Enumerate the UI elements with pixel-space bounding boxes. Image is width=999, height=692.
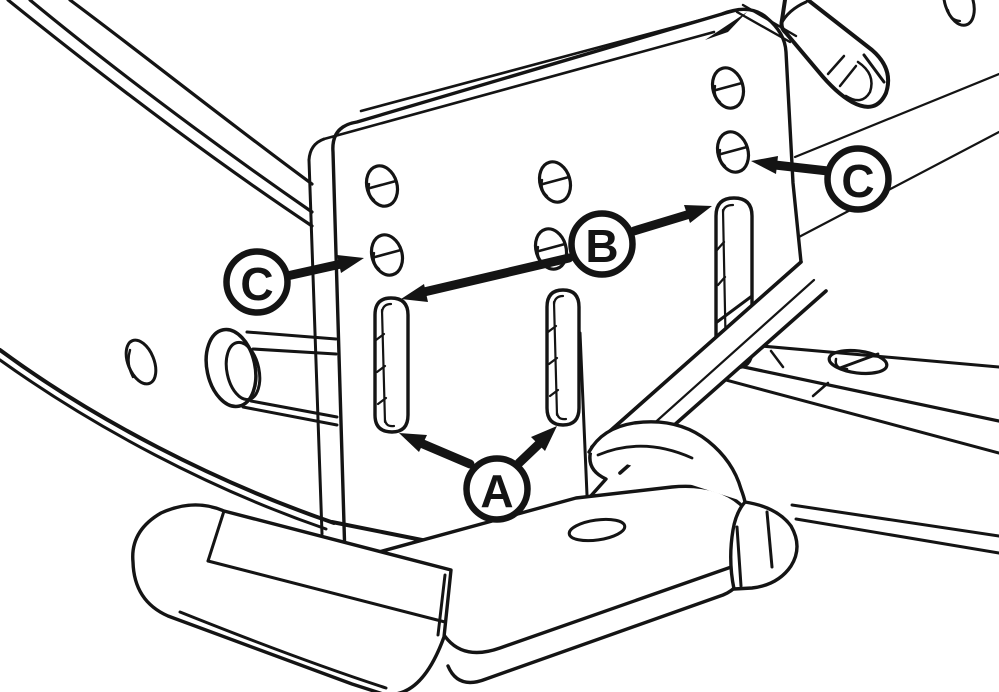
housing-rim-arcs <box>0 0 336 531</box>
arrow-c-right-shaft <box>770 160 833 176</box>
plate-top-back-edge <box>322 30 716 141</box>
housing-lower-edge-outer <box>0 348 336 525</box>
arrow-a-left-head <box>399 433 427 452</box>
plate-corner-back-line-1 <box>735 10 792 44</box>
frame-rail-bottom-edge <box>709 374 999 455</box>
mounting-plate <box>307 3 828 560</box>
diagonal-rail-slot-hatch-2 <box>826 54 846 76</box>
frame-rail <box>704 340 999 555</box>
arrow-b-left-shaft <box>419 253 574 297</box>
left-pad-seam <box>206 509 226 563</box>
plate-back-left-edge <box>307 158 324 536</box>
diagonal-rail-slot-hatch-1 <box>838 64 858 88</box>
housing-face-hole <box>124 338 158 386</box>
callout-b: B <box>568 210 636 278</box>
arrow-b-right-shaft <box>629 209 695 236</box>
plate-holes <box>364 66 751 277</box>
arrow-b-right-head <box>684 205 712 223</box>
callout-c-right-circle <box>824 145 892 213</box>
plate-corner-back-line-2 <box>741 3 798 38</box>
frame-rail-seam-1 <box>769 349 785 369</box>
housing-arc-inner <box>68 0 314 186</box>
bumper-inner-curve <box>596 444 694 460</box>
housing-face-hole-crescent <box>127 348 135 379</box>
callout-balloons: A B C C <box>223 145 892 523</box>
callout-c-left: C <box>223 248 291 316</box>
callout-c-right-label: C <box>841 155 874 207</box>
plate-hole <box>715 130 751 174</box>
bumper-seam-2 <box>765 510 774 569</box>
left-pad-end-seam <box>436 573 447 637</box>
callout-a: A <box>463 455 531 523</box>
arrow-a-right-shaft <box>514 438 545 468</box>
housing-arc-outer <box>6 0 314 228</box>
plate-back-corner <box>307 137 326 162</box>
callout-a-label: A <box>480 465 513 517</box>
boss-top-line <box>245 330 338 341</box>
plate-hole <box>364 164 400 208</box>
right-foot-bumper <box>587 420 799 591</box>
diagonal-rail-near-edge <box>795 130 999 240</box>
diagonal-rail-slot-outline <box>779 0 891 109</box>
frame-rail-hole-crescent <box>834 357 849 371</box>
plate-hole <box>710 66 746 110</box>
callout-b-label: B <box>585 220 618 272</box>
frame-rail-lower-line-1 <box>790 503 999 538</box>
arrow-c-left-head <box>337 255 364 273</box>
plate-hole <box>533 227 569 271</box>
rail-band-upper-edge <box>590 260 803 449</box>
plate-slot-middle <box>545 288 581 427</box>
cylindrical-boss <box>204 327 339 427</box>
callout-arrows <box>282 156 833 469</box>
diagonal-rail-slot-inner-arc <box>844 60 873 102</box>
boss-upper-line <box>251 347 338 356</box>
frame-rail-near-edge <box>704 357 999 423</box>
arrow-b-left-head <box>401 284 428 302</box>
top-edge-hole-crescent <box>946 8 962 23</box>
plate-fold-line <box>578 331 589 497</box>
callout-c-left-label: C <box>240 258 273 310</box>
plate-hole <box>537 160 573 204</box>
plate-hole <box>369 233 405 277</box>
plate-corner-shadow <box>705 12 747 40</box>
left-pad-bottom-line <box>178 610 388 690</box>
diagonal-rail <box>779 0 999 240</box>
callout-a-circle <box>463 455 531 523</box>
diagonal-rail-slot-chord <box>862 53 886 84</box>
frame-rail-seam-2 <box>811 381 830 398</box>
plate-top-chamfer-edge <box>359 8 740 113</box>
frame-rail-hole <box>827 348 889 376</box>
housing-arc-middle <box>28 0 314 214</box>
plate-slot-left <box>373 296 410 434</box>
boss-lower-line <box>249 399 339 419</box>
arrow-c-right-head <box>751 156 778 174</box>
rail-band-inner-line <box>638 278 816 438</box>
diagonal-rail-end-cap <box>779 0 808 26</box>
base-hole-right <box>567 517 627 543</box>
diagonal-rail-far-edge <box>793 72 999 159</box>
callout-c-left-circle <box>223 248 291 316</box>
boss-bottom-line <box>241 405 339 427</box>
arrow-a-right-head <box>531 426 557 451</box>
bumper-seam-1 <box>735 525 743 588</box>
callout-b-circle <box>568 210 636 278</box>
callout-c-right: C <box>824 145 892 213</box>
housing-lower-edge-inner <box>0 358 328 531</box>
arrow-c-left-shaft <box>282 259 346 281</box>
arrow-a-left-shaft <box>418 439 475 469</box>
left-pad-crease <box>206 559 447 624</box>
boss-end-cap-outer <box>204 327 258 409</box>
top-edge-hole <box>942 0 976 27</box>
frame-rail-lower-line-2 <box>794 517 999 555</box>
frame-rail-hole-chord <box>838 352 880 370</box>
left-foot-pad <box>131 503 453 692</box>
bracket-base <box>131 420 799 692</box>
boss-end-cap-inner <box>224 340 262 402</box>
